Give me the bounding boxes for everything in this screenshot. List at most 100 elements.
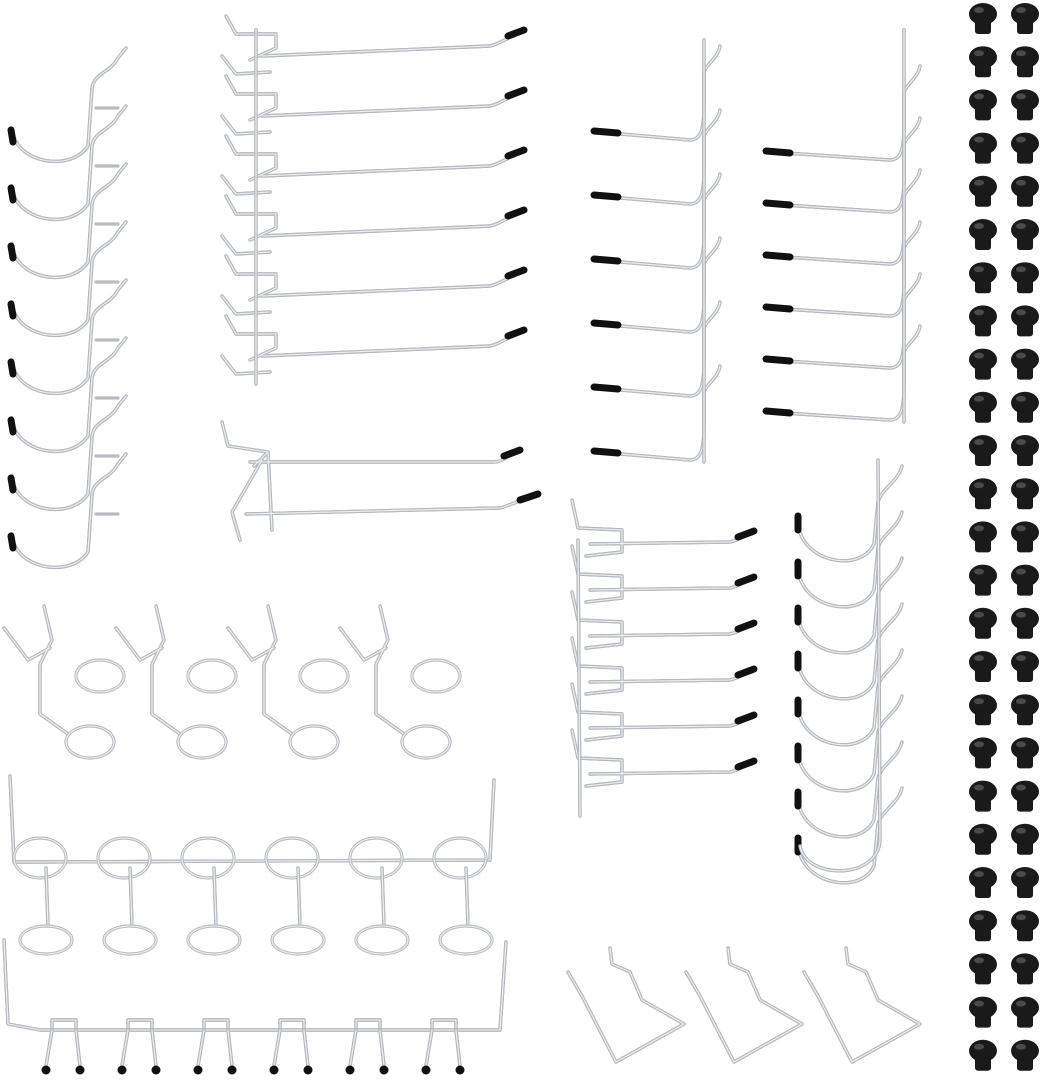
curved-j-hook [794,602,904,701]
rubber-bumper [969,953,997,985]
rubber-bumper [969,564,997,596]
rubber-bumper [969,910,997,942]
angled-hook [570,728,758,788]
rubber-bumper [1011,262,1039,294]
rubber-bumper [969,391,997,423]
straight-hook [220,74,528,136]
rubber-bumper [1011,737,1039,769]
rubber-bumper [969,694,997,726]
rubber-bumper-grid [969,3,1039,1071]
prong-tip [75,1065,85,1075]
rubber-tip [516,490,542,504]
curved-j-hook [794,510,904,609]
rubber-tip [504,266,528,280]
j-hook [7,394,128,512]
rubber-bumper [1011,564,1039,596]
rubber-bumper [1011,391,1039,423]
ring-rack-stem [44,866,50,928]
rubber-bumper [969,305,997,337]
curved-j-hook-post [798,458,882,873]
rubber-tip [504,86,528,100]
rubber-bumper [969,3,997,34]
prong-pair [196,1028,234,1068]
rubber-bumper [1011,435,1039,466]
rubber-tip [590,255,622,265]
j-hook [7,46,128,164]
straight-hook [220,194,528,256]
rubber-tip [590,127,622,137]
rubber-tip [762,355,794,365]
prong-tip [455,1065,465,1075]
ring-holder-wire [2,604,70,736]
rubber-tip [7,126,17,146]
straight-hook [220,314,528,376]
angled-hook-post [576,538,582,818]
prong-rack-loop [354,1018,382,1030]
rubber-bumper [969,435,997,466]
rubber-bumper [969,478,997,510]
rubber-bumper [1011,910,1039,942]
prong-tip [379,1065,389,1075]
curved-j-hook [794,786,904,885]
rubber-tip [590,319,622,329]
multi-prong-rack [2,938,508,1075]
rubber-bumper [969,521,997,553]
prong-tip [345,1065,355,1075]
ring-rack-stem [212,866,218,928]
rubber-tip [7,416,17,436]
j-hook [7,220,128,338]
rubber-bumper [1011,305,1039,337]
l-hook-column-right [762,28,922,424]
prong-tip [193,1065,203,1075]
rubber-tip [734,711,758,725]
rubber-tip [590,383,622,393]
angled-hook-set [570,498,758,818]
bent-clip [566,946,686,1064]
rubber-tip [762,199,794,209]
rubber-bumper [1011,867,1039,898]
ring-rack-stem [380,866,386,928]
rubber-bumper [969,262,997,294]
angled-hook [570,590,758,650]
straight-hook [220,254,528,316]
rubber-bumper [1011,478,1039,510]
prong-tip [117,1065,127,1075]
rubber-tip [7,242,17,262]
ring-rack-bar [8,774,496,864]
rubber-tip [734,665,758,679]
ring-holder-set [2,604,462,760]
prong-tip [41,1065,51,1075]
rubber-bumper [969,175,997,207]
rubber-tip [504,146,528,160]
ring-holder [2,604,126,760]
rubber-bumper [969,219,997,250]
prong-pair [348,1028,386,1068]
rubber-bumper [1011,996,1039,1028]
ring-holder [338,604,462,760]
rubber-tip [590,447,622,457]
rubber-bumper [969,780,997,812]
rubber-bumper [969,867,997,898]
prong-rack-loop [202,1018,230,1030]
ring-rack-stem [296,866,302,928]
ring-holder-wire [226,604,294,736]
rubber-bumper [1011,89,1039,121]
rubber-bumper [1011,694,1039,726]
rubber-bumper [969,89,997,121]
rubber-bumper [1011,1039,1039,1071]
straight-hook-set [220,14,528,386]
prong-rack-loop [50,1018,78,1030]
rubber-bumper [1011,607,1039,639]
curved-j-hook [794,556,904,655]
rubber-tip [7,532,17,552]
prong-rack-bar [2,938,508,1032]
rubber-bumper [969,823,997,855]
rubber-bumper [1011,521,1039,553]
rubber-bumper [1011,651,1039,682]
rubber-tip [762,251,794,261]
rubber-tip [762,303,794,313]
rubber-tip [7,184,17,204]
prong-tip [227,1065,237,1075]
rubber-bumper [969,996,997,1028]
bent-clip-set [566,946,922,1064]
